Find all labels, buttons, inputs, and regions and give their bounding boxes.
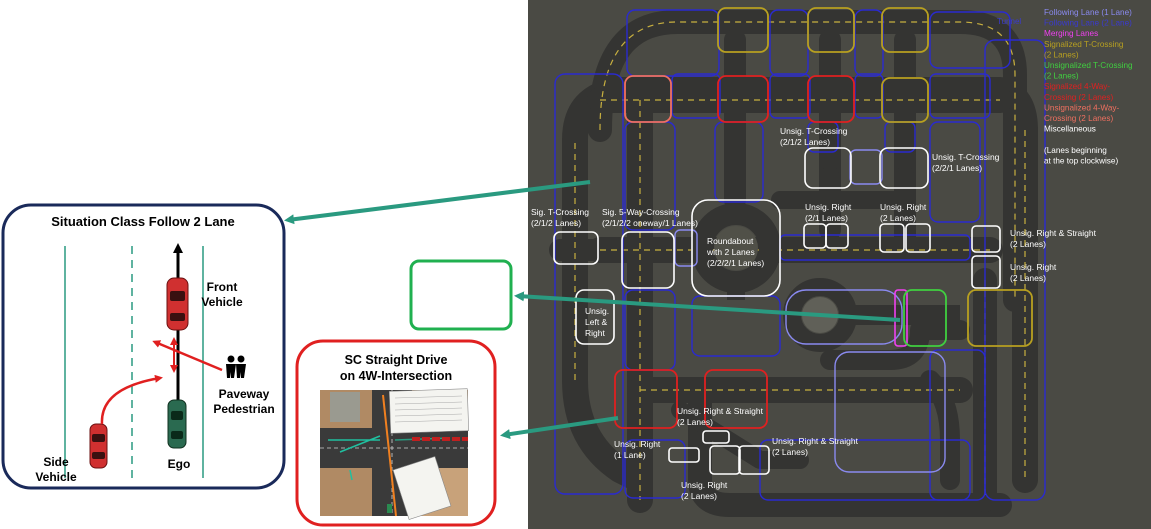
signalized-4way-zones [614,75,855,429]
single-lane-zones [674,149,946,473]
intersection-screenshot [320,388,470,520]
label-sig-5way: Sig. 5-Way-Crossing(2/1/2/2 oneway/1 Lan… [602,207,698,228]
unsignalized-t-zone [903,289,947,347]
signalized-t-zones [717,7,1033,347]
pedestrian-path-arrow [152,340,223,372]
legend-entry: Unsignalized T-Crossing [1044,61,1133,70]
legend-entry: Miscellaneous [1044,125,1096,134]
label-sig-t-212: Sig. T-Crossing(2/1/2 Lanes) [531,207,589,228]
legend-entries: Following Lane (1 Lane) Following Lane (2… [1044,8,1133,165]
lane-markings [574,21,1026,500]
legend-entry: (Lanes beginning [1044,146,1107,155]
legend-entry: Following Lane (2 Lane) [1044,19,1132,28]
ego-car [167,399,187,449]
legend-entry: (2 Lanes) [1044,72,1079,81]
label-unsig-right-2b: Unsig. Right(2 Lanes) [1010,262,1057,283]
label-unsig-right-2a: Unsig. Right(2 Lanes) [880,202,927,223]
side-vehicle-cut-in-path [100,374,163,425]
unsignalized-4way-zone [624,75,672,123]
arrow-to-green-box [514,291,901,322]
front-vehicle-car [166,277,189,331]
follow-panel-title: Situation Class Follow 2 Lane [51,214,234,229]
label-unsig-right-2c: Unsig. Right(2 Lanes) [681,480,728,501]
legend-entry: Crossing (2 Lanes) [1044,93,1113,102]
legend-entry: Following Lane (1 Lane) [1044,8,1132,17]
label-unsig-right-21: Unsig. Right(2/1 Lanes) [805,202,852,223]
arrow-to-follow-panel [284,180,591,225]
label-unsig-right-1: Unsig. Right(1 Lane) [614,439,661,460]
label-unsig-left-right: Unsig.Left &Right [585,306,609,338]
legend-entry: Crossing (2 Lanes) [1044,114,1113,123]
road-network-map: Tunnel Following Lane (1 Lane)Following … [528,0,1151,529]
legend-entry: Signalized T-Crossing [1044,40,1124,49]
arrow-to-straight-panel [500,416,619,440]
label-unsig-t-221: Unsig. T-Crossing(2/2/1 Lanes) [932,152,1000,173]
label-unsig-rs-2b: Unsig. Right & Straight(2 Lanes) [677,406,764,427]
legend-entry: at the top clockwise) [1044,156,1118,165]
ego-label: Ego [168,457,191,471]
legend-entry: Signalized 4-Way- [1044,82,1110,91]
legend-entry: Unsignalized 4-Way- [1044,103,1120,112]
label-unsig-t-212: Unsig. T-Crossing(2/1/2 Lanes) [780,126,848,147]
legend-entry: Merging Lanes [1044,29,1098,38]
pedestrian-icon [226,355,246,378]
map-labels: Unsig. T-Crossing(2/1/2 Lanes) Unsig. T-… [531,126,1097,501]
label-unsig-rs-2c: Unsig. Right & Straight(2 Lanes) [772,436,859,457]
connector-arrows [284,180,901,440]
tunnel-label: Tunnel [997,17,1021,26]
map-legend: Tunnel Following Lane (1 Lane)Following … [997,8,1133,165]
legend-entry: (2 Lanes) [1044,50,1079,59]
miscellaneous-zones [553,147,1001,475]
side-vehicle-car [89,423,108,469]
label-unsig-rs-2a: Unsig. Right & Straight(2 Lanes) [1010,228,1097,249]
placeholder-box [409,259,513,331]
following-lane-zones [554,9,1046,501]
